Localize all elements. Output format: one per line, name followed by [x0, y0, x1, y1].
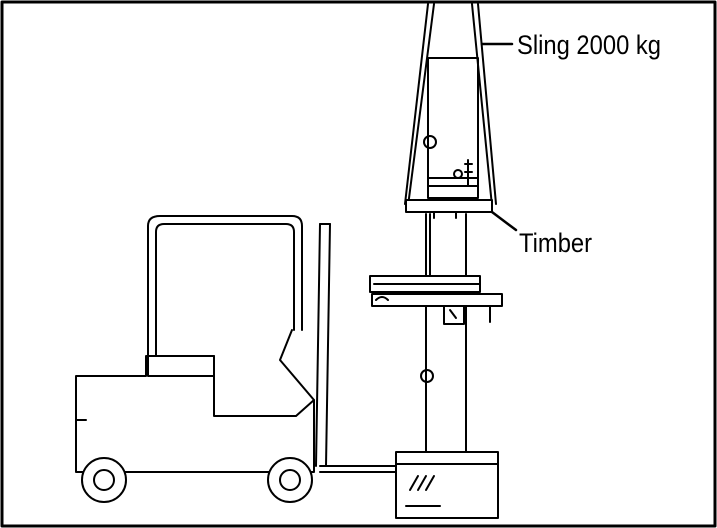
pallet	[395, 451, 499, 519]
timber	[405, 199, 518, 232]
column-load	[369, 213, 503, 453]
forklift	[75, 215, 397, 503]
sling	[404, 3, 514, 207]
suspended-load	[423, 57, 479, 199]
timber-label: Timber	[519, 228, 593, 258]
sling-label: Sling 2000 kg	[517, 30, 661, 60]
